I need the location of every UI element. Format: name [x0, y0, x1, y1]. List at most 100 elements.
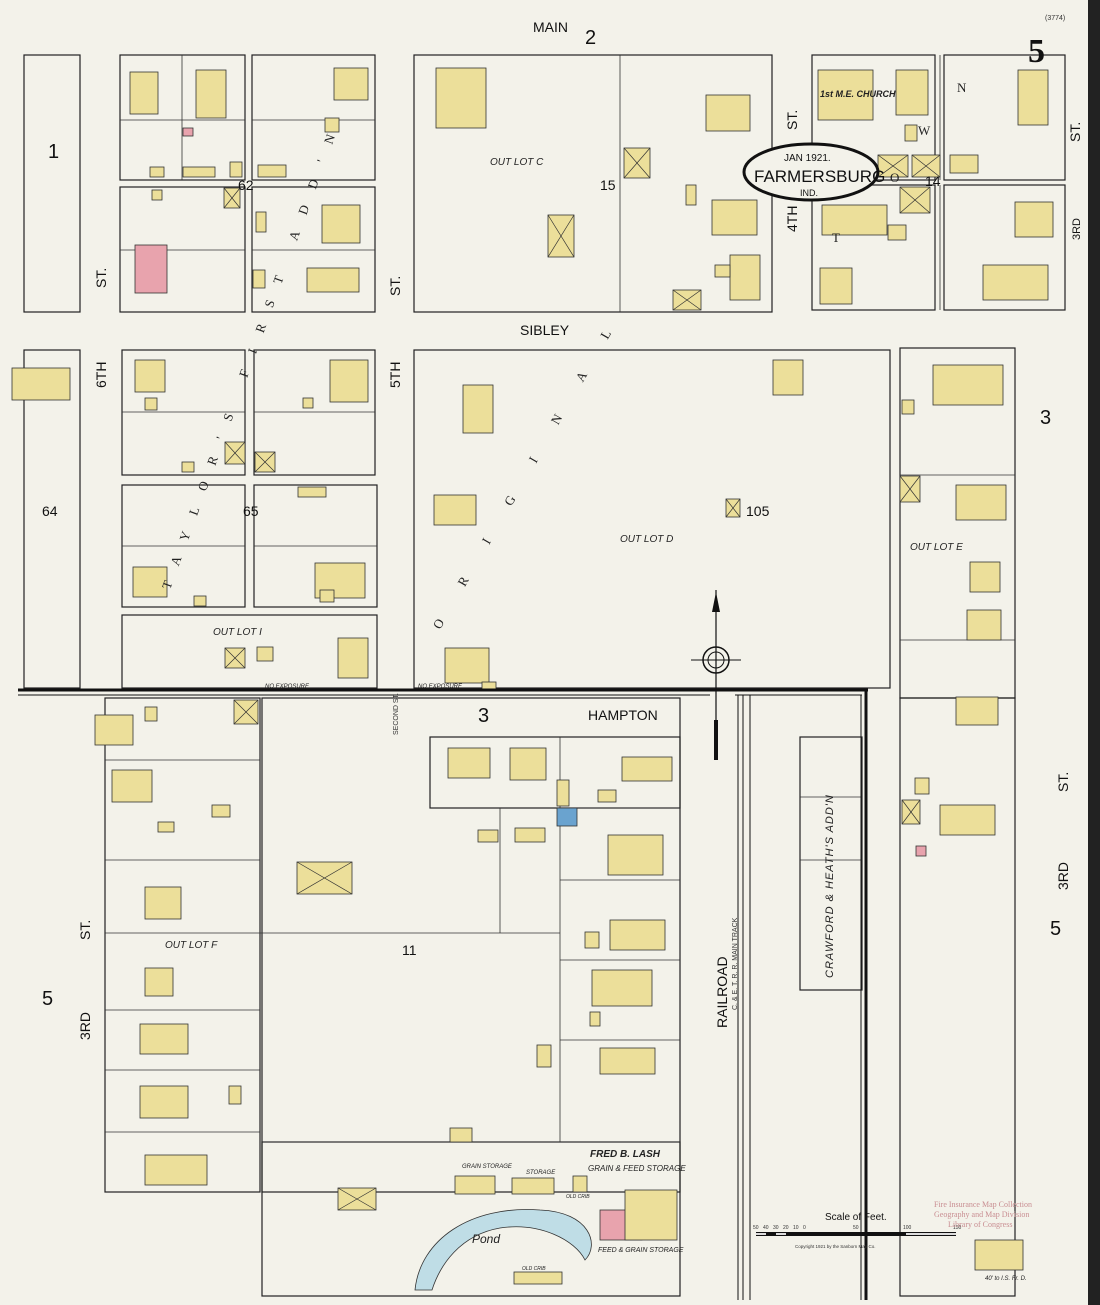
building — [144, 706, 158, 722]
building — [11, 367, 71, 401]
building — [337, 637, 369, 679]
building — [599, 1047, 656, 1075]
building — [182, 166, 216, 178]
building — [591, 969, 653, 1007]
title-date: JAN 1921. — [784, 153, 831, 164]
building — [714, 264, 731, 278]
building — [982, 264, 1049, 301]
scale-tick-label: 0 — [803, 1225, 806, 1231]
building — [193, 595, 207, 607]
building — [711, 199, 758, 236]
building — [157, 821, 175, 833]
watermark-line: Library of Congress — [948, 1220, 1012, 1229]
building — [621, 756, 673, 782]
city-block — [104, 697, 261, 1193]
block-number: 14 — [925, 173, 941, 189]
building — [324, 117, 340, 133]
city-block — [943, 184, 1066, 311]
building — [969, 561, 1001, 593]
adjacent-sheet: 3 — [478, 705, 489, 727]
title-cartouche: JAN 1921. FARMERSBURG IND. — [742, 142, 885, 202]
building — [955, 696, 999, 726]
city-block — [251, 186, 376, 313]
church-label: 1st M.E. CHURCH — [820, 89, 896, 99]
street-3rd-left: 3RD — [77, 1012, 93, 1040]
building — [149, 166, 165, 178]
city-block — [253, 349, 376, 476]
street-3rd-left-suffix: ST. — [77, 920, 93, 940]
building — [939, 804, 996, 836]
building — [151, 189, 163, 201]
city-blocks — [23, 54, 1066, 1297]
feed-grain-label: FEED & GRAIN STORAGE — [598, 1247, 684, 1254]
building — [624, 1189, 678, 1241]
street-5th-suffix: ST. — [387, 276, 403, 296]
no-exposure-label: NO EXPOSURE — [418, 684, 463, 690]
sheet-number: 5 — [1028, 33, 1045, 70]
railroad-label: RAILROAD — [714, 956, 730, 1028]
street-4th-suffix: ST. — [784, 110, 800, 130]
building — [477, 829, 499, 843]
street-5th: 5TH — [387, 362, 403, 388]
building — [887, 224, 907, 241]
building — [144, 397, 158, 411]
old-crib-label: OLD CRIB — [522, 1266, 546, 1272]
building — [132, 566, 168, 598]
building — [513, 1271, 563, 1285]
building — [556, 779, 570, 807]
building — [821, 204, 888, 236]
title-town: FARMERSBURG — [754, 167, 885, 186]
building — [181, 461, 195, 473]
city-block — [23, 54, 81, 313]
scale-tick-label: 40 — [763, 1225, 769, 1231]
building — [134, 359, 166, 393]
street-6th-suffix: ST. — [93, 268, 109, 288]
street-3rd-top-suffix: ST. — [1067, 122, 1083, 142]
scan-edge — [1088, 0, 1100, 1305]
building — [435, 67, 487, 129]
railroad-tracks — [18, 688, 868, 1300]
no-exposure-label: NO EXPOSURE — [265, 684, 310, 690]
building — [321, 204, 361, 244]
building — [454, 1175, 496, 1195]
adjacent-sheet: 5 — [1050, 918, 1061, 940]
out-lot-c: OUT LOT C — [490, 157, 544, 168]
building — [297, 486, 327, 498]
grain-storage-label: GRAIN STORAGE — [462, 1164, 513, 1170]
copyright: Copyright 1921 by the Sanborn Map Co. — [795, 1244, 876, 1249]
building — [817, 69, 874, 121]
block-number: 62 — [238, 177, 254, 193]
building — [94, 714, 134, 746]
storage-label: STORAGE — [526, 1170, 556, 1176]
street-3rd-top: 3RD — [1071, 218, 1083, 240]
out-lot-e: OUT LOT E — [910, 542, 963, 553]
building — [462, 384, 494, 434]
building — [252, 269, 266, 289]
pond-label: Pond — [472, 1232, 500, 1246]
building — [444, 647, 490, 684]
street-3rd-right-suffix: ST. — [1055, 772, 1071, 792]
street-3rd-right: 3RD — [1055, 862, 1071, 890]
building — [705, 94, 751, 132]
block-number: 15 — [600, 177, 616, 193]
building — [139, 1023, 189, 1055]
scale-title: Scale of Feet. — [825, 1212, 887, 1223]
building — [729, 254, 761, 301]
street-second: SECOND ST. — [393, 693, 400, 735]
scale-tick-label: 100 — [903, 1225, 912, 1231]
pond — [414, 1209, 592, 1291]
out-lot-i: OUT LOT I — [213, 627, 262, 638]
street-main: MAIN — [533, 19, 568, 35]
block-number: 65 — [243, 503, 259, 519]
building — [302, 397, 314, 409]
adjacent-sheet: 2 — [585, 27, 596, 49]
building — [144, 1154, 208, 1186]
building — [211, 804, 231, 818]
building — [589, 1011, 601, 1027]
grain-feed-label: GRAIN & FEED STORAGE — [588, 1164, 686, 1173]
city-block — [23, 349, 81, 689]
building — [257, 164, 287, 178]
city-block — [251, 54, 376, 181]
watermark-line: Geography and Map Division — [934, 1210, 1029, 1219]
